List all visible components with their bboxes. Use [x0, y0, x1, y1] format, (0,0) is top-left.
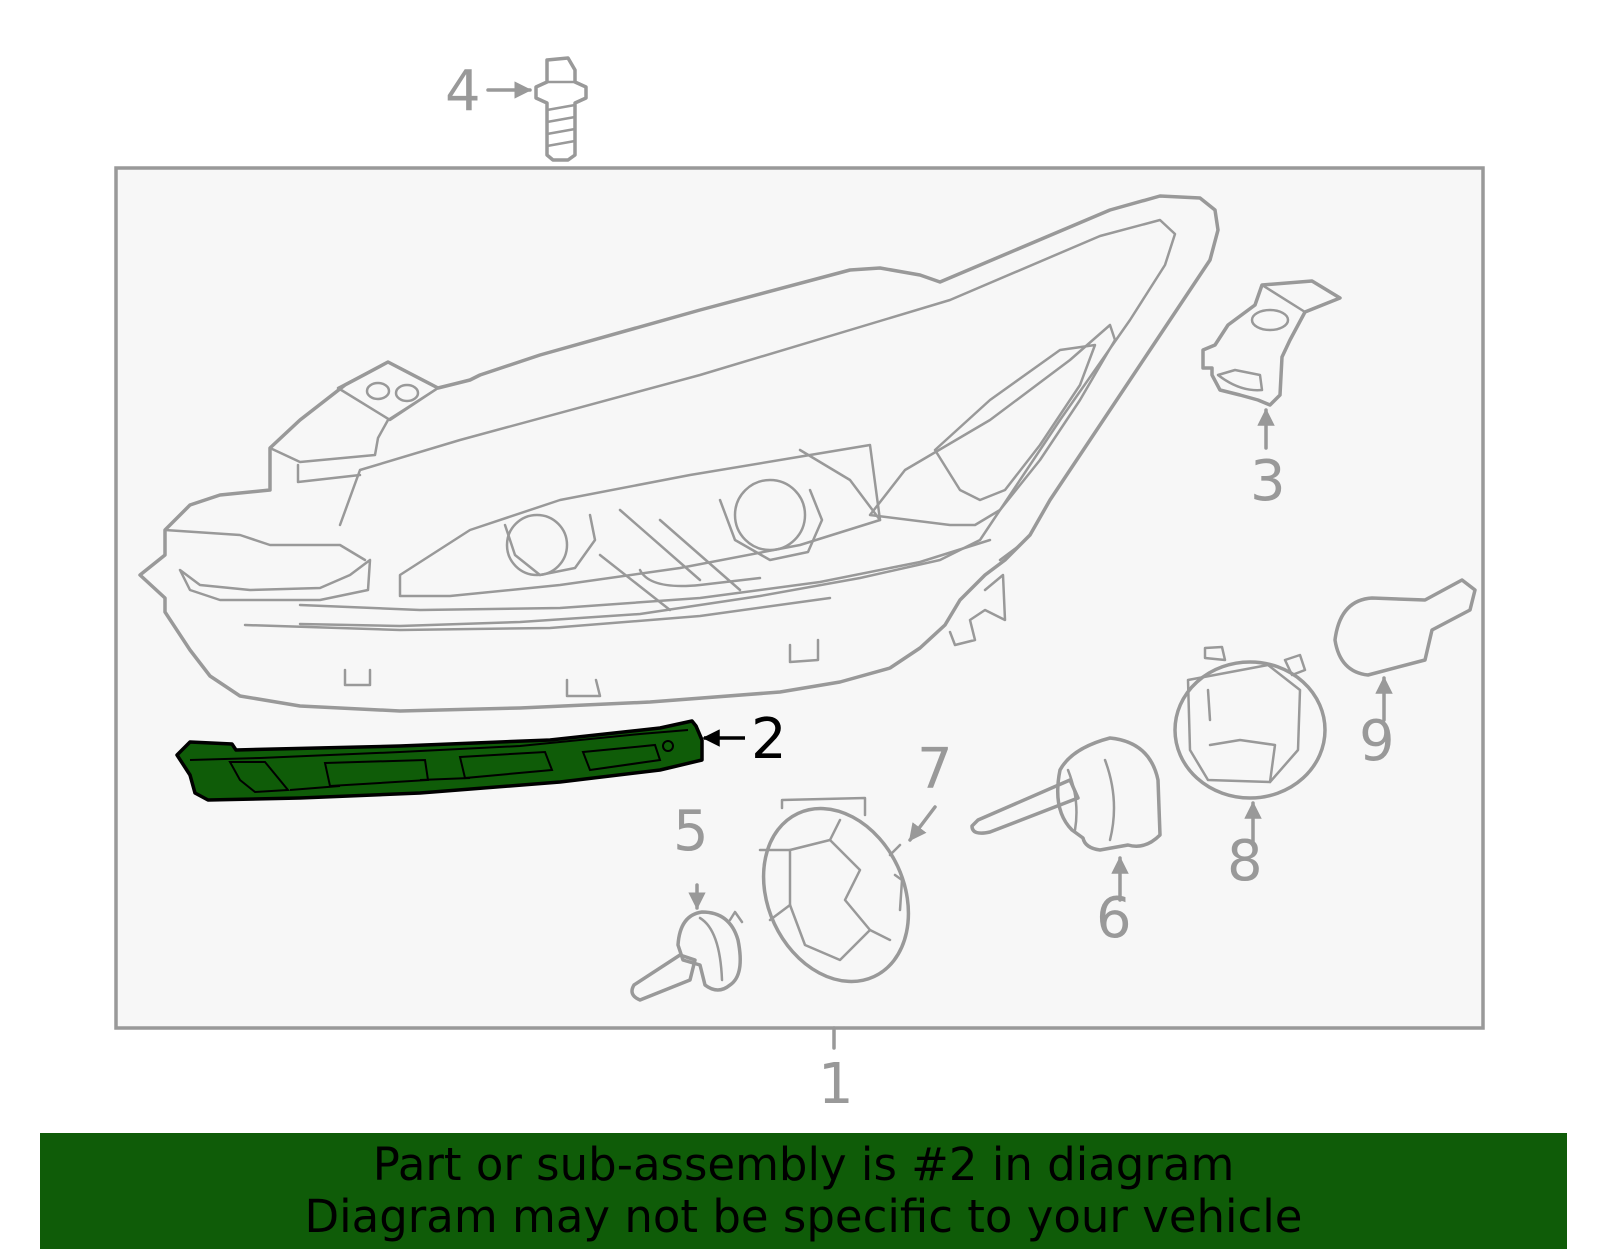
part-4-bolt	[534, 56, 588, 162]
callout-9-label: 9	[1359, 709, 1395, 774]
callout-8-label: 8	[1227, 829, 1263, 894]
part-8-retainer-ring	[1173, 645, 1327, 800]
callout-7-label: 7	[917, 737, 953, 802]
banner-line-1: Part or sub-assembly is #2 in diagram	[372, 1138, 1235, 1191]
callout-6-label: 6	[1096, 886, 1132, 951]
part-7-socket	[758, 796, 911, 984]
part-info-banner: Part or sub-assembly is #2 in diagram Di…	[40, 1133, 1567, 1249]
callout-4-label: 4	[445, 59, 481, 124]
part-5-small-bulb	[630, 910, 744, 1002]
callout-2-label: 2	[751, 707, 787, 772]
callout-3-label: 3	[1250, 449, 1286, 514]
part-9-small-bulb	[1333, 578, 1477, 677]
callout-1-label: 1	[818, 1052, 854, 1117]
callout-5-label: 5	[673, 799, 709, 864]
part-2-trim-strip	[175, 719, 704, 802]
parts-diagram: 1 2 3 4 5 6 7 8 9	[114, 56, 1485, 1117]
part-3-bracket	[1201, 279, 1342, 407]
callout-7-arrow	[908, 805, 937, 842]
headlamp-housing	[138, 194, 1220, 713]
part-6-main-bulb	[970, 736, 1162, 852]
assembly-box	[114, 166, 1485, 1030]
banner-line-2: Diagram may not be specific to your vehi…	[304, 1190, 1303, 1243]
